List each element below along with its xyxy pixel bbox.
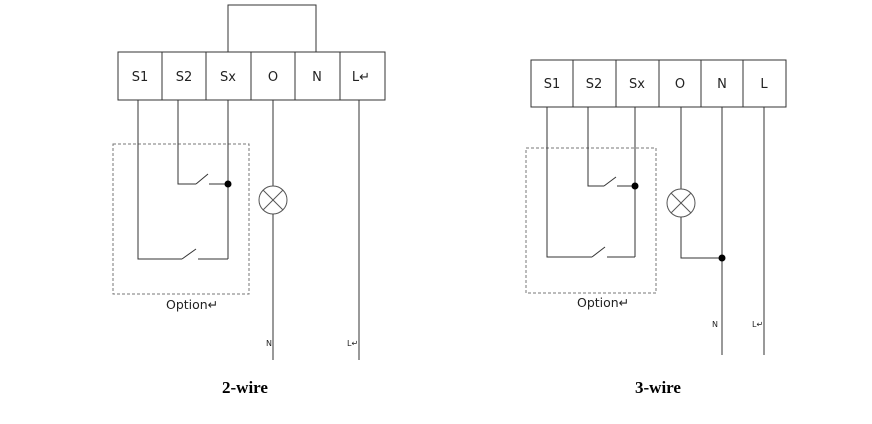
diagram-caption: 3-wire xyxy=(635,378,681,397)
terminal-label: L↵ xyxy=(352,70,370,85)
junction-dot xyxy=(224,180,232,188)
terminal-block: S1 S2 Sx O N L xyxy=(530,59,787,108)
junction-dot xyxy=(718,254,726,262)
s2-wire xyxy=(177,100,196,185)
terminal-block: S1 S2 Sx O N L↵ xyxy=(117,51,386,101)
terminal-label: Sx xyxy=(220,70,236,85)
option-box xyxy=(525,147,657,294)
s2-switch-contact xyxy=(195,173,209,185)
s1-switch-contact xyxy=(591,246,606,258)
lamp-return-wire xyxy=(680,217,722,259)
end-label-l: L↵ xyxy=(347,339,358,348)
terminal-label: L xyxy=(760,77,768,92)
option-label: Option↵ xyxy=(577,295,629,310)
terminal-label: S1 xyxy=(544,77,561,92)
s1-switch-contact xyxy=(181,248,197,260)
s1-wire xyxy=(137,100,182,260)
two-wire-diagram: S1 S2 Sx O N L↵ Option↵ N xyxy=(112,4,386,397)
terminal-label: N xyxy=(312,70,322,85)
terminal-label: S2 xyxy=(586,77,603,92)
junction-dot xyxy=(631,182,639,190)
s2-switch-contact xyxy=(603,176,617,187)
terminal-label: Sx xyxy=(629,77,645,92)
terminal-label: O xyxy=(268,70,278,85)
lamp-icon xyxy=(258,185,288,215)
option-box xyxy=(112,143,250,295)
lamp-icon xyxy=(666,188,696,218)
terminal-label: S2 xyxy=(176,70,193,85)
terminal-label: S1 xyxy=(132,70,149,85)
terminal-label: O xyxy=(675,77,685,92)
s2-wire xyxy=(587,107,604,187)
jumper-wire xyxy=(227,4,317,52)
end-label-n: N xyxy=(712,320,718,329)
s1-wire xyxy=(546,107,592,258)
end-label-l: L↵ xyxy=(752,320,763,329)
end-label-n: N xyxy=(266,339,272,348)
diagram-caption: 2-wire xyxy=(222,378,268,397)
option-label: Option↵ xyxy=(166,297,218,312)
terminal-label: N xyxy=(717,77,727,92)
three-wire-diagram: S1 S2 Sx O N L Option↵ N xyxy=(525,59,787,397)
